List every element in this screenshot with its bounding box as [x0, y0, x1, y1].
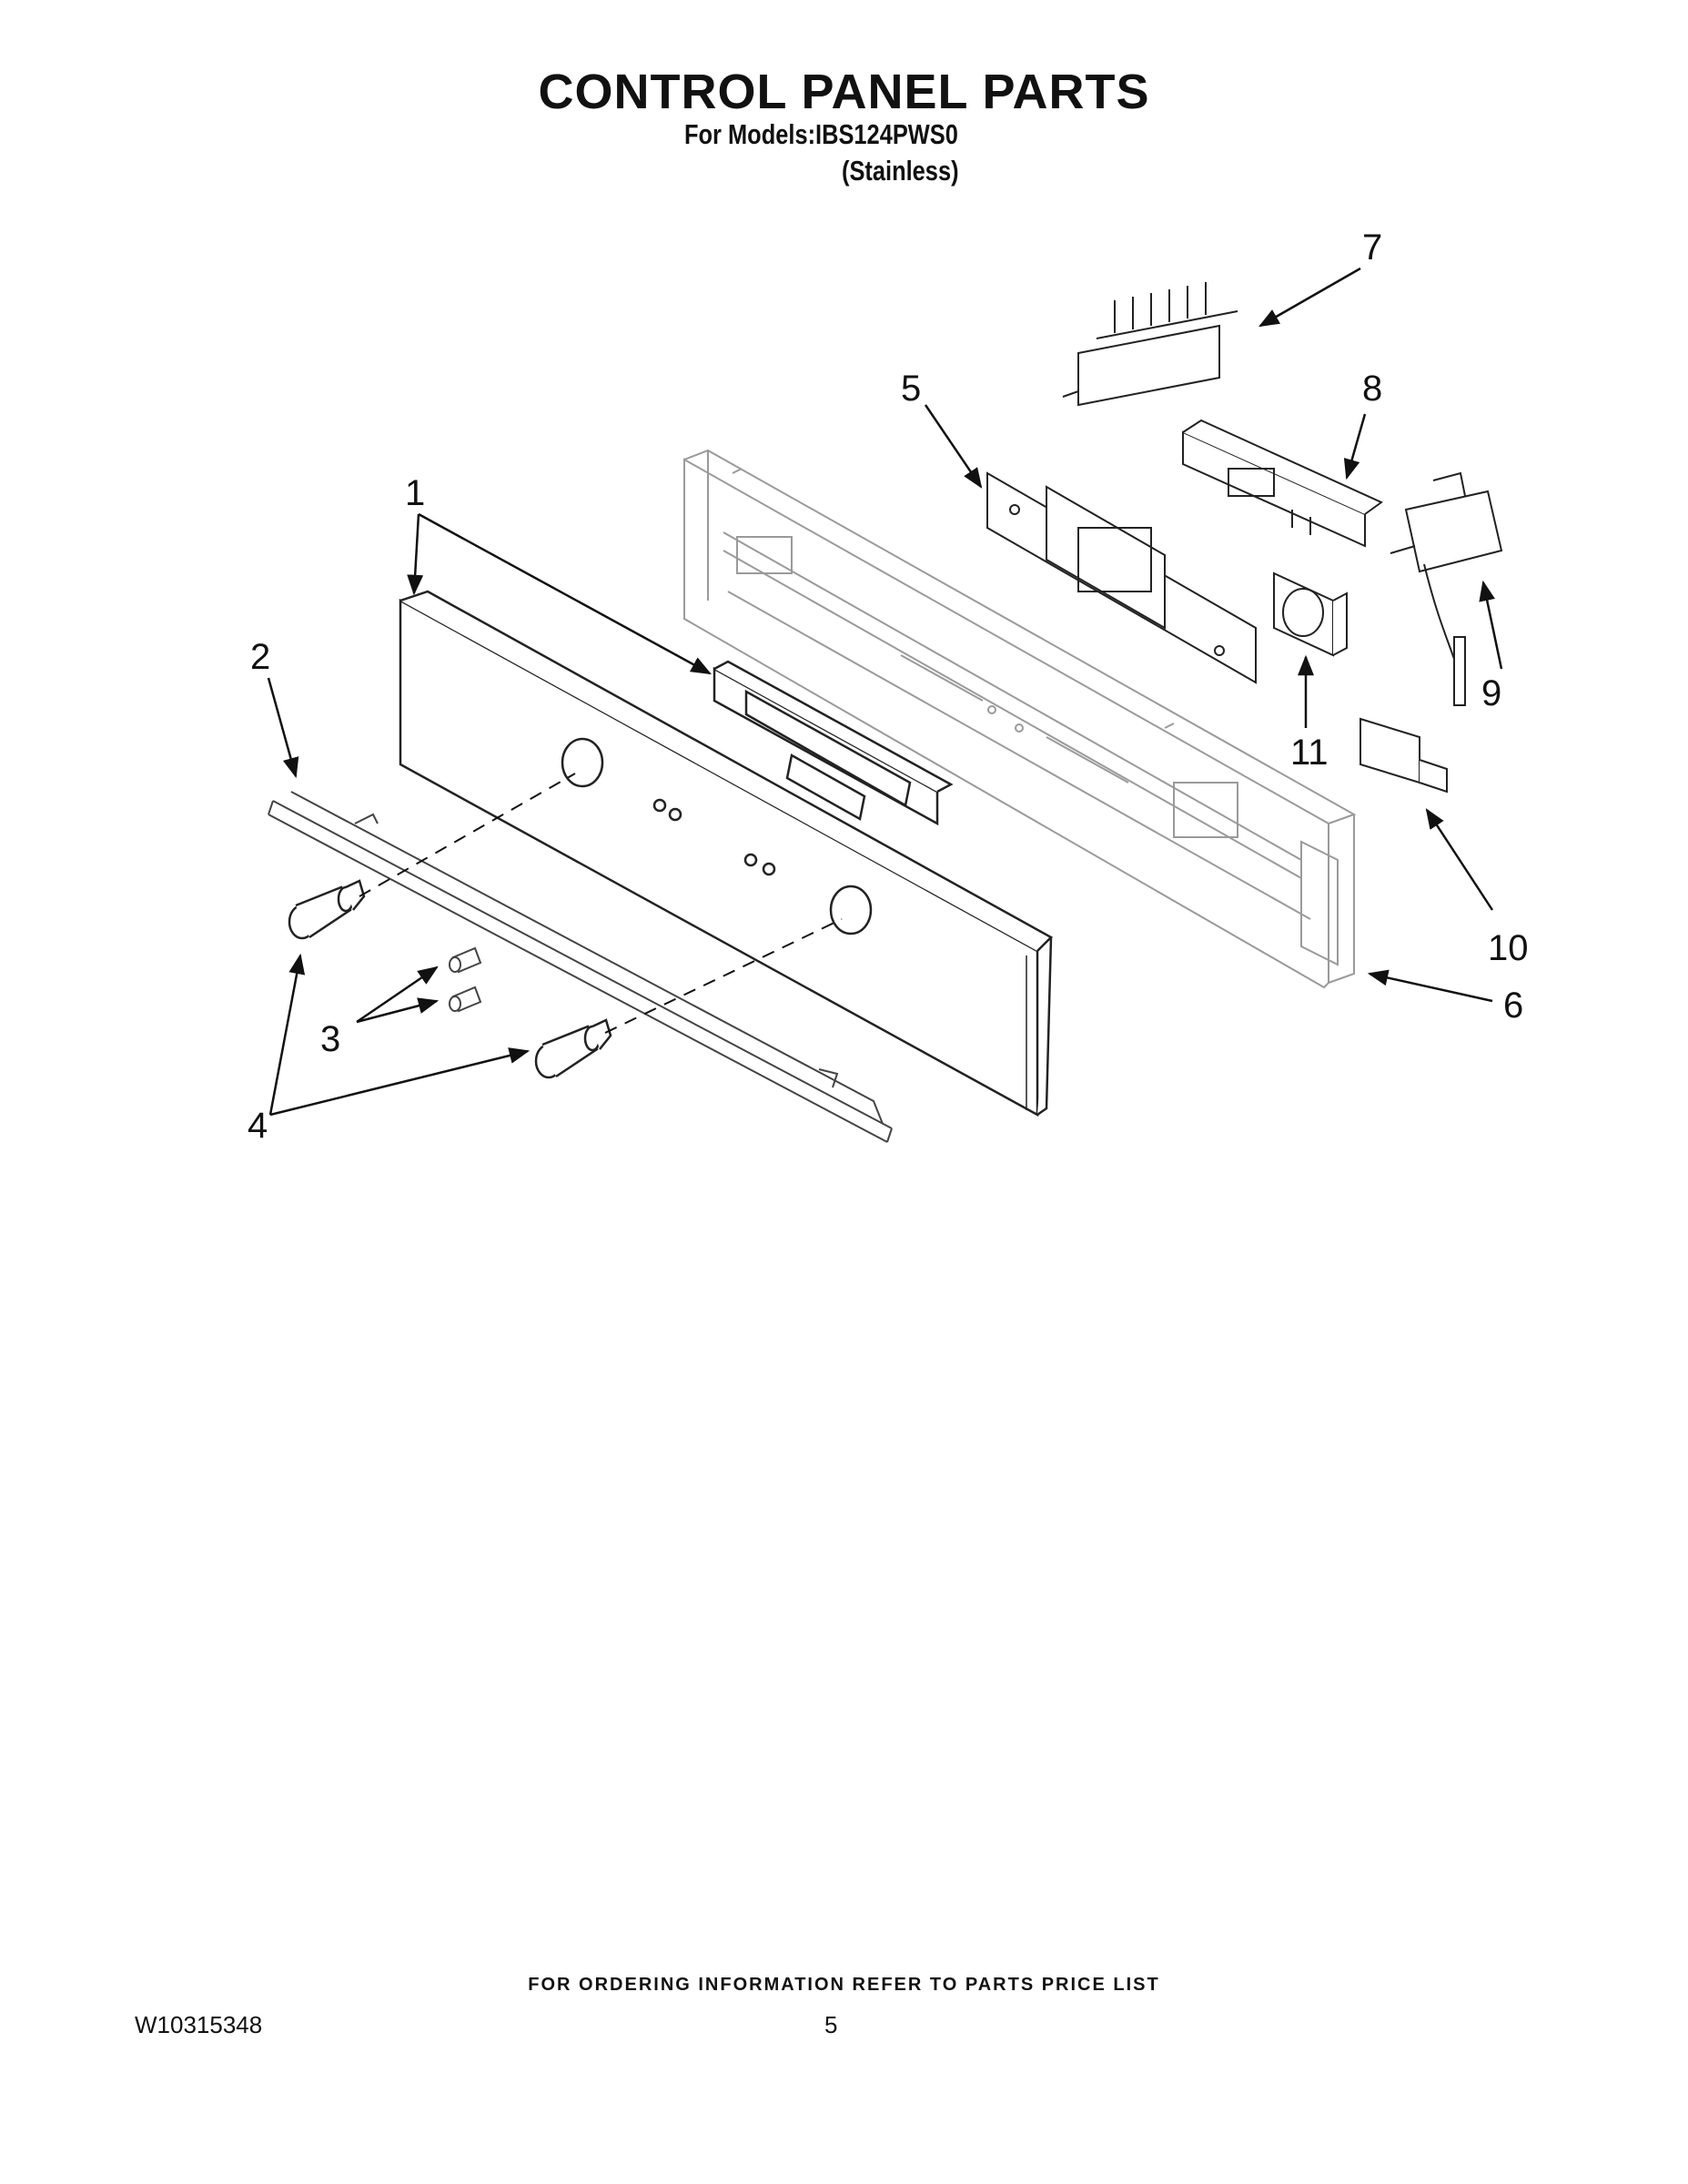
document-number: W10315348	[135, 2011, 263, 2038]
control-panel-housing	[683, 449, 1357, 989]
page-number: 5	[824, 2011, 838, 2038]
knob-left-guide	[359, 773, 576, 897]
control-panel-fascia	[399, 590, 1054, 1117]
callout-leaders	[267, 267, 1503, 1117]
callout-11: 11	[1290, 733, 1329, 773]
callout-7: 7	[1362, 228, 1382, 268]
trim-strip	[268, 791, 893, 1143]
ordering-note: FOR ORDERING INFORMATION REFER TO PARTS …	[528, 1975, 1160, 1995]
thermostat	[1390, 471, 1503, 706]
callout-5: 5	[901, 369, 921, 409]
knob-left	[288, 879, 366, 940]
display-lens	[713, 660, 954, 826]
selector-switch	[1273, 571, 1348, 657]
knob-right-guide	[604, 918, 843, 1034]
callout-9: 9	[1481, 673, 1501, 713]
mounting-bracket	[986, 471, 1257, 684]
callout-4: 4	[248, 1106, 268, 1146]
page-title: CONTROL PANEL PARTS	[538, 65, 1150, 119]
knob-right	[534, 1018, 612, 1079]
callout-3: 3	[320, 1019, 340, 1059]
small-bracket	[1359, 717, 1448, 794]
callout-2: 2	[250, 637, 270, 677]
heat-sink	[1062, 282, 1238, 407]
callout-8: 8	[1362, 369, 1382, 409]
plug-pair	[449, 946, 482, 1013]
models-line: For Models:IBS124PWS0	[684, 118, 958, 150]
callout-6: 6	[1503, 986, 1523, 1026]
variant-label: (Stainless)	[842, 155, 959, 187]
callout-10: 10	[1488, 928, 1529, 968]
callout-1: 1	[405, 473, 425, 513]
control-board	[1182, 419, 1383, 548]
